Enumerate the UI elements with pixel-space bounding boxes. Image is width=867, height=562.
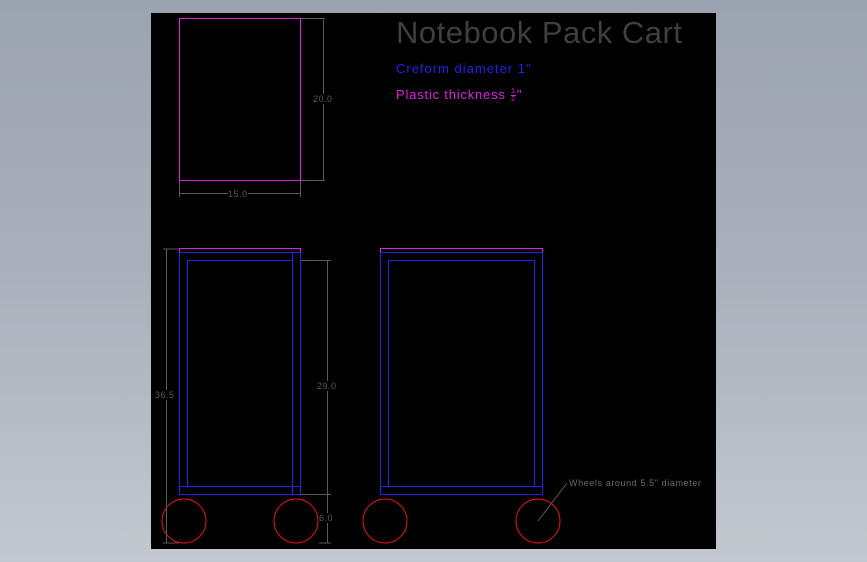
plastic-thickness-unit: " xyxy=(516,87,523,102)
front-frame xyxy=(179,252,301,495)
dim-top-depth: 20.0 xyxy=(313,94,333,104)
fraction-denominator: 2 xyxy=(511,96,516,104)
creform-note: Creform diameter 1" xyxy=(396,61,532,76)
dim-frame-height: 29.0 xyxy=(317,381,337,391)
wheels-callout: Wheels around 5.5" diameter xyxy=(569,478,702,488)
wheel-side-left xyxy=(362,498,408,544)
wheel-front-right xyxy=(273,498,319,544)
plastic-thickness-label: Plastic thickness xyxy=(396,87,511,102)
side-top-plastic xyxy=(380,248,543,253)
wheel-front-left xyxy=(161,498,207,544)
front-view xyxy=(161,248,331,544)
side-frame xyxy=(380,252,543,495)
drawing-title: Notebook Pack Cart xyxy=(396,15,683,50)
wheel-side-right xyxy=(515,498,561,544)
fraction-numerator: 1 xyxy=(511,88,516,97)
dim-top-width: 15.0 xyxy=(228,189,248,199)
wheel-leader-line xyxy=(537,482,568,522)
dim-overall-height: 36.5 xyxy=(155,390,175,400)
side-view xyxy=(362,248,568,544)
front-top-plastic xyxy=(179,248,301,253)
top-view-dimensions xyxy=(179,18,325,197)
drawing-sheet: Notebook Pack Cart Creform diameter 1" P… xyxy=(151,13,716,549)
top-view-panel xyxy=(179,18,301,181)
dim-wheel-height: 6.0 xyxy=(319,513,334,523)
